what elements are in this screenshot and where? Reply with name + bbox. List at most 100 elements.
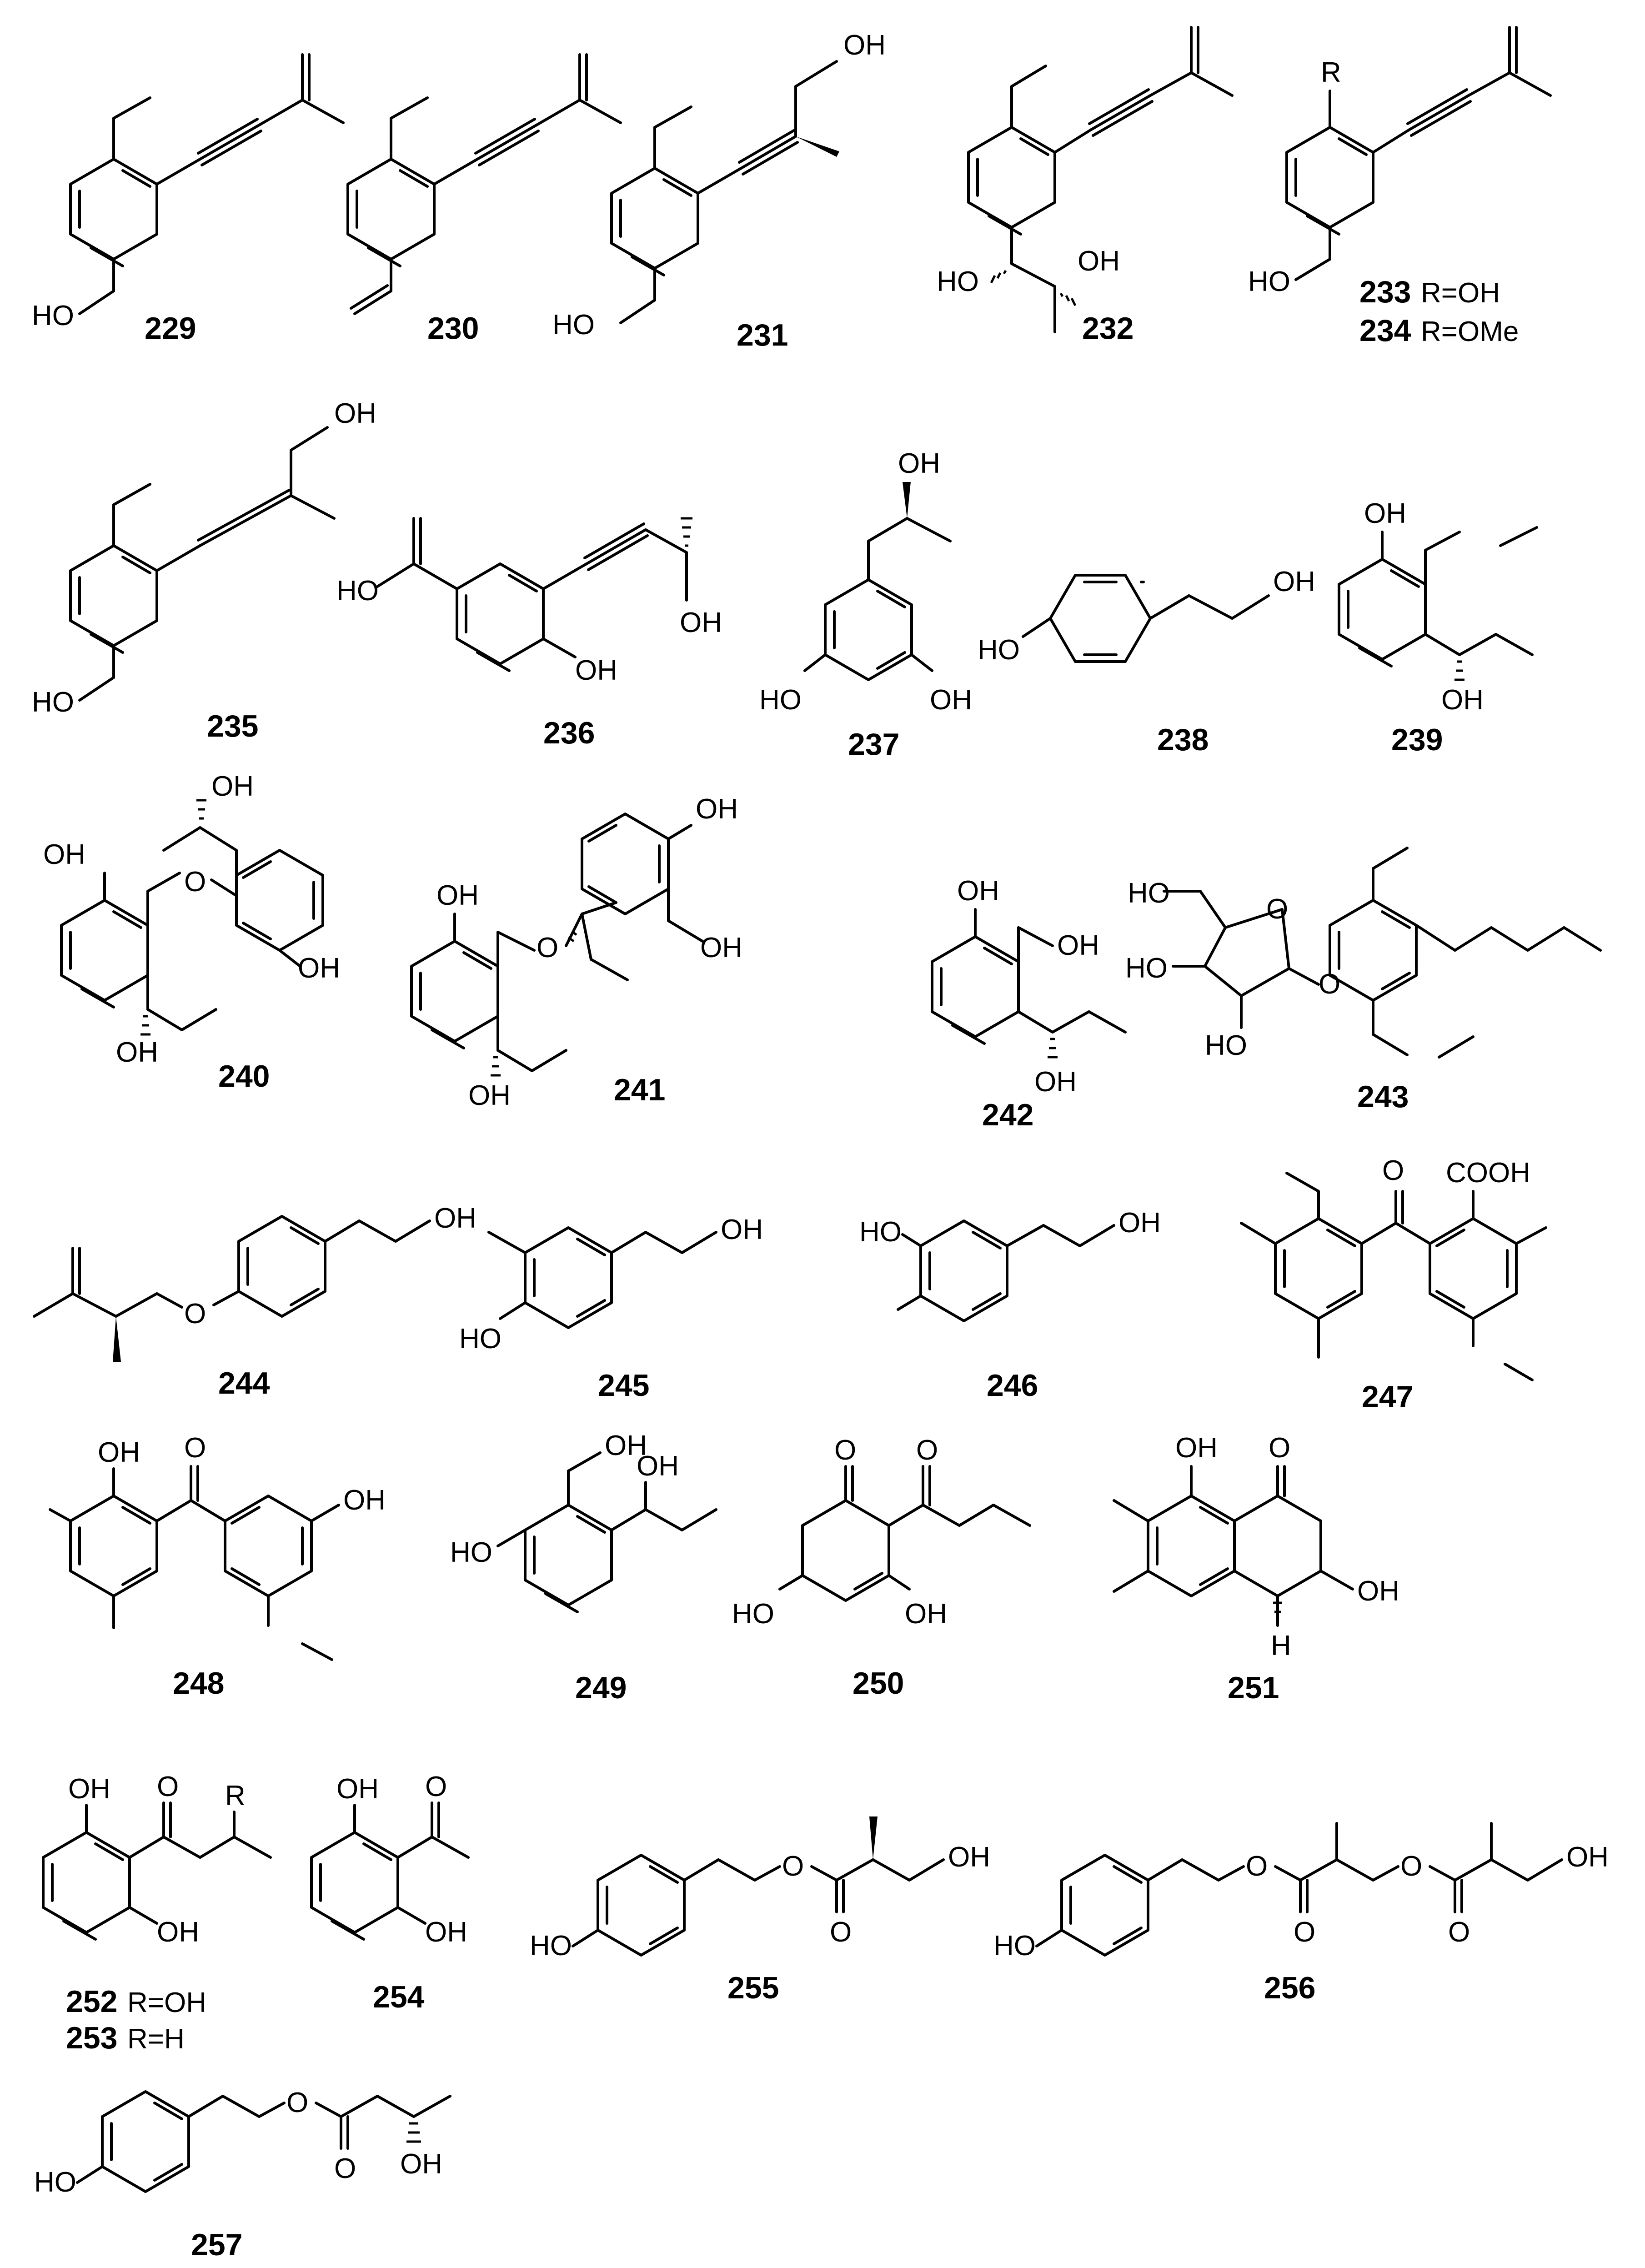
label-235-oh: OH [334, 398, 376, 429]
label-251-oh2: OH [1357, 1576, 1399, 1607]
number-252: 252 [66, 1984, 117, 2019]
caption-252: R=OH [127, 1987, 206, 2018]
number-245: 245 [598, 1368, 649, 1403]
label-247-o: O [1382, 1155, 1404, 1186]
compound-245: OH HO 245 [459, 1214, 763, 1403]
compound-252-253: OH O R OH 252 R=OH 253 R=H [43, 1771, 272, 2055]
label-249-oh-ch2: OH [605, 1430, 647, 1461]
compound-233-234: R HO 233 R=OH 234 R=OMe [1248, 26, 1552, 348]
number-247: 247 [1362, 1380, 1413, 1414]
compound-257: O O OH HO 257 [34, 2087, 451, 2262]
label-257-o-ester: O [286, 2087, 308, 2118]
label-233-r: R [1321, 57, 1341, 88]
number-249: 249 [575, 1671, 627, 1705]
label-243-o-link: O [1319, 968, 1340, 1000]
label-246-ho: HO [859, 1216, 902, 1248]
number-239: 239 [1391, 723, 1443, 757]
compound-246: HO OH 246 [859, 1207, 1161, 1403]
compound-232: HO OH 232 [937, 26, 1234, 346]
label-229-ho: HO [32, 300, 74, 331]
compound-231: OH HO 231 [552, 30, 886, 352]
label-241-o: O [537, 932, 558, 963]
compound-239: OH OH 239 [1339, 498, 1538, 757]
label-236-oh: OH [680, 607, 722, 638]
label-251-o: O [1269, 1432, 1290, 1464]
label-250-ho: HO [732, 1598, 774, 1630]
label-241-oh-left: OH [436, 880, 479, 911]
number-241: 241 [614, 1073, 665, 1107]
label-236-ho: HO [336, 575, 379, 607]
compound-247: O COOH 247 [1240, 1155, 1547, 1414]
compound-244: OH O 244 [33, 1203, 476, 1400]
label-235-ho: HO [32, 687, 74, 718]
label-243-ho-bottom: HO [1205, 1030, 1247, 1061]
label-248-oh2: OH [343, 1485, 386, 1516]
label-241-oh-top: OH [696, 793, 738, 825]
number-230: 230 [427, 311, 479, 346]
label-244-oh: OH [434, 1203, 476, 1234]
number-248: 248 [173, 1666, 224, 1701]
label-237-ho: HO [759, 684, 802, 716]
label-240-oh-bottom: OH [116, 1037, 158, 1068]
label-255-o-ester: O [782, 1851, 804, 1882]
label-244-o: O [184, 1298, 206, 1330]
number-242: 242 [982, 1098, 1033, 1132]
number-233: 233 [1359, 275, 1411, 309]
label-240-o: O [184, 866, 206, 898]
label-252-oh-bottom: OH [157, 1917, 199, 1948]
label-255-ho: HO [530, 1930, 572, 1962]
label-237-oh2: OH [930, 684, 972, 716]
label-256-o-ester1: O [1246, 1851, 1268, 1882]
compound-242: OH OH OH 242 [932, 875, 1127, 1132]
number-229: 229 [145, 311, 196, 346]
label-243-ho: HO [1125, 953, 1168, 984]
compound-256: O O OH O O HO 256 [993, 1822, 1609, 2005]
compound-240: OH OH O OH OH 240 [43, 771, 340, 1094]
label-257-ho: HO [34, 2167, 76, 2198]
compound-254: OH O OH 254 [311, 1771, 470, 2014]
compound-248: OH O OH 248 [49, 1432, 386, 1701]
number-240: 240 [218, 1059, 270, 1094]
number-254: 254 [373, 1980, 425, 2014]
label-231-oh: OH [843, 30, 886, 61]
label-238-oh: OH [1273, 566, 1315, 597]
label-250-oh: OH [905, 1598, 947, 1630]
number-244: 244 [218, 1366, 270, 1400]
label-254-oh-top: OH [336, 1773, 379, 1805]
compound-249: OH OH HO 249 [450, 1430, 717, 1705]
compound-251: OH O OH H 251 [1113, 1432, 1399, 1705]
number-238: 238 [1157, 723, 1209, 757]
label-256-o-carbonyl2: O [1448, 1917, 1470, 1948]
label-236-oh-phenol: OH [575, 655, 617, 686]
label-242-oh-phenol: OH [957, 875, 999, 907]
label-237-oh: OH [898, 448, 940, 479]
label-256-ho: HO [993, 1930, 1036, 1962]
label-248-oh: OH [98, 1437, 140, 1468]
label-252-r: R [225, 1780, 246, 1811]
caption-253: R=H [127, 2023, 185, 2055]
label-246-oh: OH [1118, 1207, 1161, 1239]
label-245-ho: HO [459, 1323, 502, 1355]
number-250: 250 [853, 1666, 904, 1701]
number-231: 231 [737, 318, 788, 352]
label-242-oh: OH [1034, 1066, 1077, 1098]
caption-234: R=OMe [1421, 316, 1519, 347]
number-253: 253 [66, 2021, 117, 2055]
compound-241: OH OH OH O OH 241 [411, 793, 742, 1111]
number-237: 237 [848, 727, 899, 762]
label-232-oh: OH [1078, 246, 1120, 277]
label-249-oh: OH [637, 1450, 679, 1482]
number-251: 251 [1228, 1671, 1279, 1705]
number-236: 236 [543, 716, 595, 750]
label-240-oh-left: OH [43, 839, 85, 870]
label-243-ho-ch2: HO [1128, 878, 1170, 909]
label-249-ho: HO [450, 1537, 492, 1568]
number-232: 232 [1082, 311, 1133, 346]
label-252-o: O [157, 1771, 179, 1802]
label-250-o-ring: O [834, 1435, 856, 1466]
compound-250: O O HO OH 250 [732, 1435, 1031, 1701]
label-240-oh-top: OH [211, 771, 254, 802]
label-257-o-carbonyl: O [334, 2153, 356, 2184]
number-255: 255 [727, 1971, 779, 2005]
